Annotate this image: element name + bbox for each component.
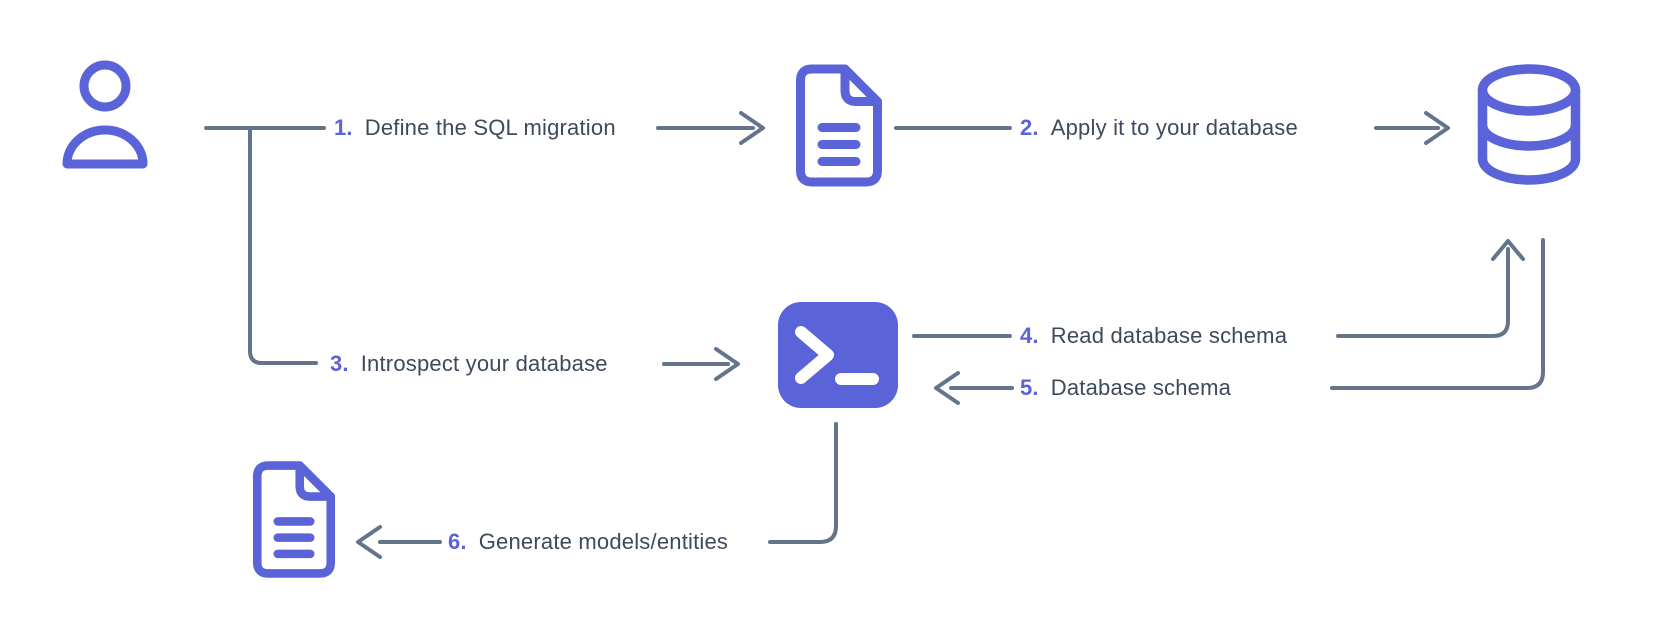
arrowhead-step3-icon xyxy=(714,347,740,381)
step-1-label: 1. Define the SQL migration xyxy=(334,115,616,141)
connector-branch-down-to-step3 xyxy=(248,126,318,365)
step-4-label: 4. Read database schema xyxy=(1020,323,1287,349)
models-file-icon xyxy=(252,461,336,578)
arrowhead-step6-icon xyxy=(356,525,382,559)
user-icon xyxy=(62,60,148,169)
sql-migration-file-icon xyxy=(796,64,882,187)
step-6-number: 6. xyxy=(448,529,467,554)
step-1-number: 1. xyxy=(334,115,353,140)
step-5-text: Database schema xyxy=(1050,375,1232,400)
step-3-text: Introspect your database xyxy=(360,351,608,376)
arrowhead-step1-icon xyxy=(739,111,765,145)
arrowhead-step4-icon xyxy=(1491,239,1525,261)
step-4-number: 4. xyxy=(1020,323,1039,348)
step-4-text: Read database schema xyxy=(1050,323,1288,348)
step-2-number: 2. xyxy=(1020,115,1039,140)
arrowhead-step5-icon xyxy=(934,371,960,405)
connector-database-down-to-step5 xyxy=(1330,238,1545,390)
step-1-text: Define the SQL migration xyxy=(364,115,616,140)
step-2-text: Apply it to your database xyxy=(1050,115,1298,140)
step-3-label: 3. Introspect your database xyxy=(330,351,608,377)
step-6-label: 6. Generate models/entities xyxy=(448,529,728,555)
terminal-icon xyxy=(778,302,898,408)
step-3-number: 3. xyxy=(330,351,349,376)
database-icon xyxy=(1477,64,1581,185)
connector-terminal-down-to-step6 xyxy=(768,422,838,544)
step-2-label: 2. Apply it to your database xyxy=(1020,115,1298,141)
arrowhead-step2-icon xyxy=(1424,111,1450,145)
step-5-label: 5. Database schema xyxy=(1020,375,1231,401)
step-6-text: Generate models/entities xyxy=(478,529,729,554)
step-5-number: 5. xyxy=(1020,375,1039,400)
connector-step4-up-to-database xyxy=(1336,247,1510,338)
